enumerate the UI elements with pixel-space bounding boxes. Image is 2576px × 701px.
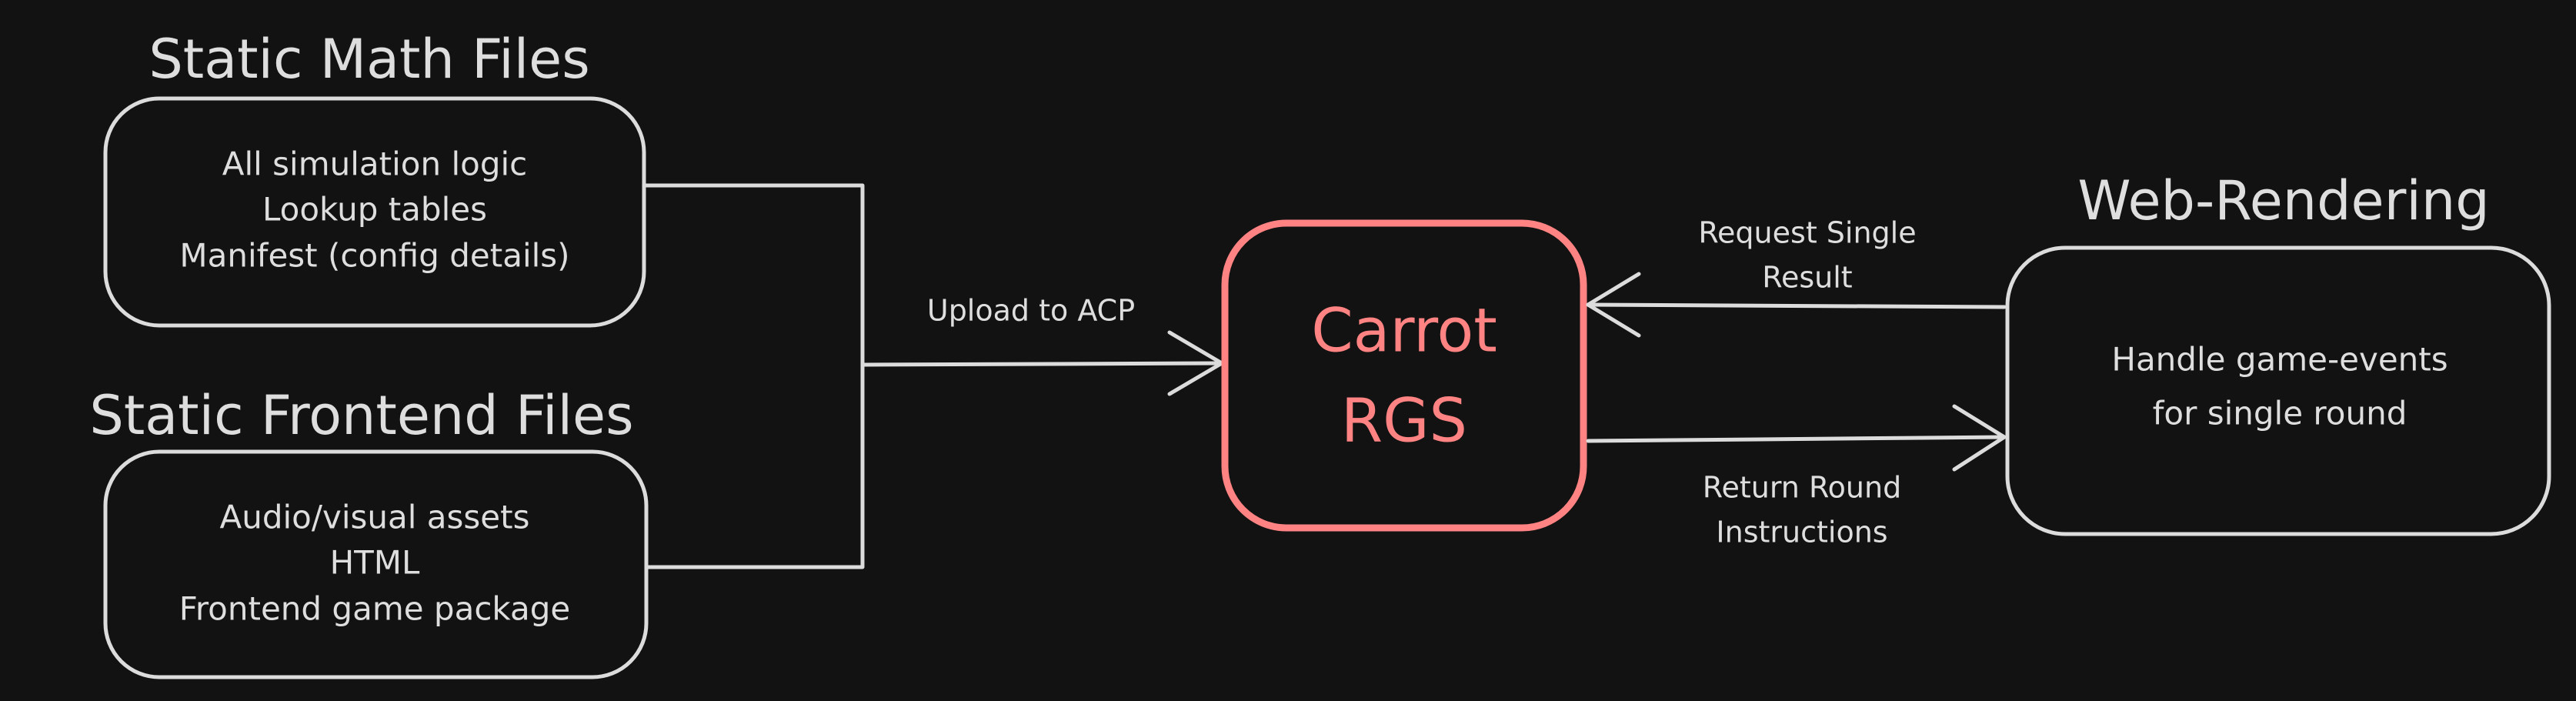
web-rendering-line: for single round <box>2153 395 2407 432</box>
request-label: Request Single <box>1698 216 1916 250</box>
response-label: Return Round <box>1703 471 1901 505</box>
request-arrow <box>1586 302 2007 309</box>
math-files-line: Lookup tables <box>262 191 487 229</box>
response-arrowhead <box>1952 404 2007 472</box>
frontend-files-title: Static Frontend Files <box>89 384 633 447</box>
carrot-rgs-box <box>1221 219 1587 532</box>
frontend-files-line: Frontend game package <box>179 590 571 628</box>
request-arrowhead <box>1586 272 1641 338</box>
upload-label: Upload to ACP <box>927 294 1135 328</box>
carrot-rgs-label: RGS <box>1341 386 1467 456</box>
web-rendering-title: Web-Rendering <box>2077 169 2489 232</box>
math-files-line: Manifest (config details) <box>179 237 569 275</box>
math-files-title: Static Math Files <box>148 28 589 91</box>
frontend-files-line: Audio/visual assets <box>220 499 530 536</box>
carrot-rgs-label: Carrot <box>1311 296 1497 366</box>
upload-arrow <box>860 361 1224 367</box>
request-label: Result <box>1762 261 1852 295</box>
web-rendering-box <box>2005 245 2551 536</box>
math-files-box <box>103 96 646 328</box>
response-arrow <box>1586 435 2007 443</box>
merge-connector <box>642 183 865 569</box>
frontend-files-line: HTML <box>330 544 420 582</box>
math-files-line: All simulation logic <box>222 145 528 183</box>
response-label: Instructions <box>1716 516 1887 549</box>
web-rendering-line: Handle game-events <box>2111 341 2448 379</box>
frontend-files-box <box>103 449 649 679</box>
